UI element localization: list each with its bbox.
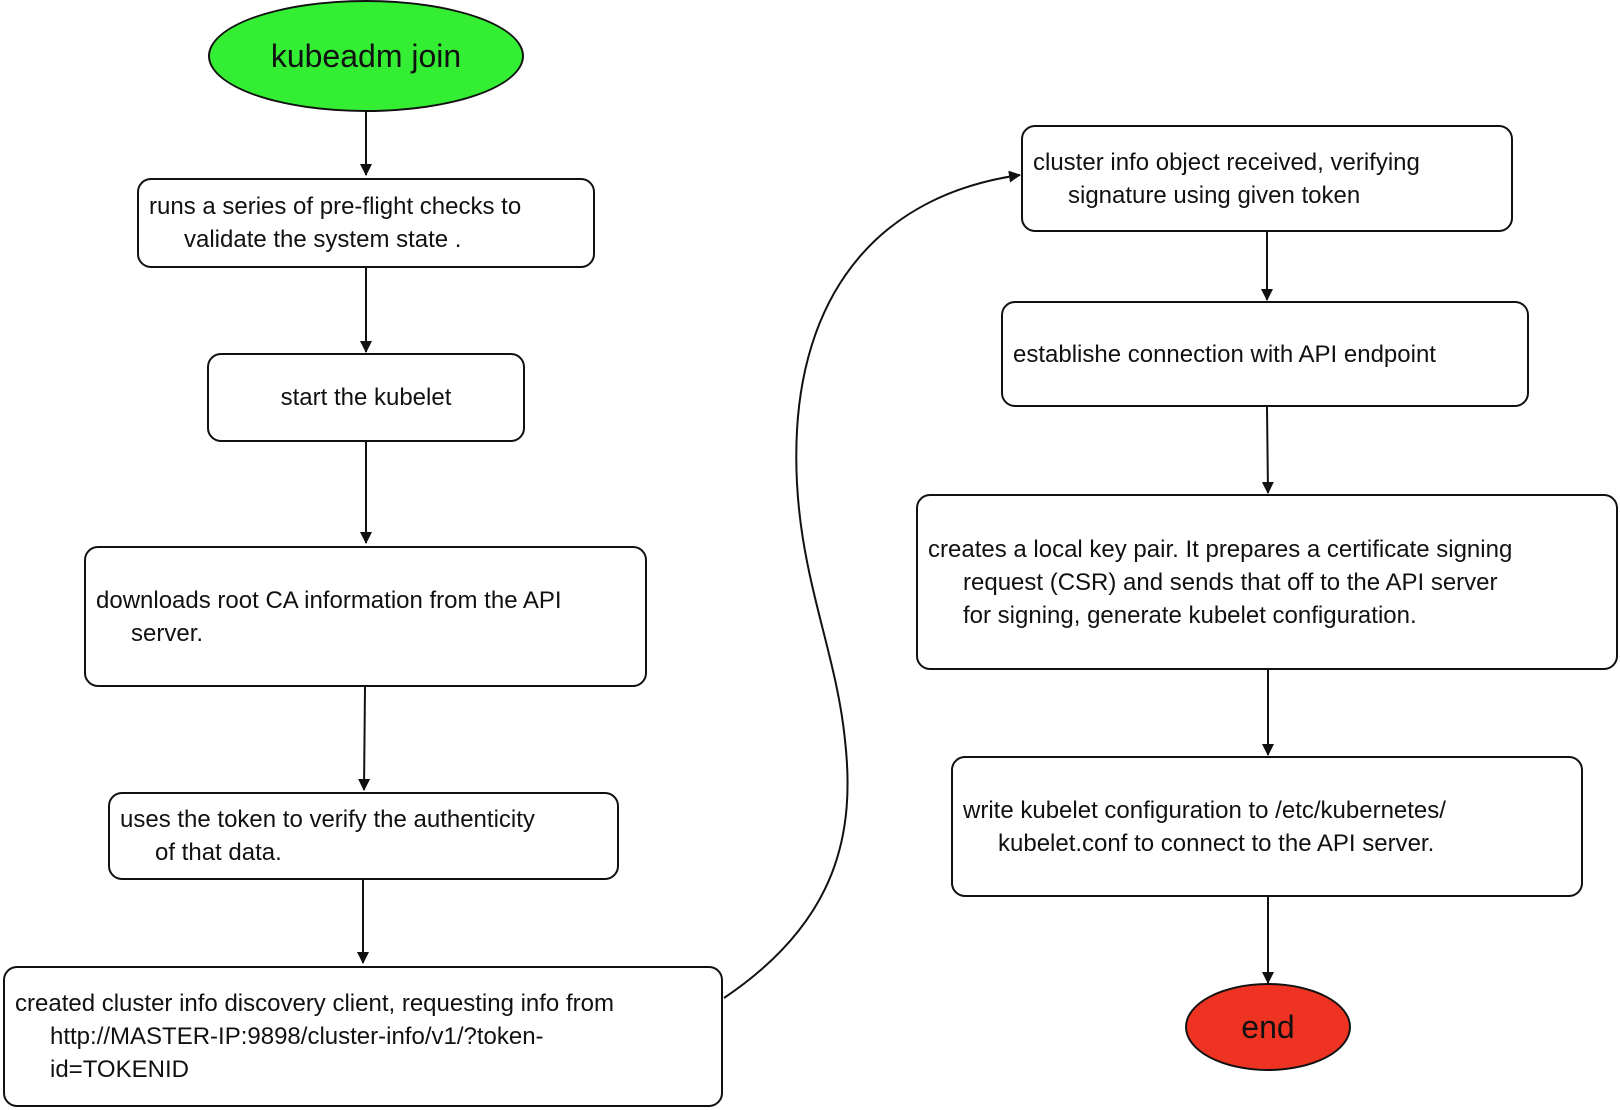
discovery-client-line-1: created cluster info discovery client, r… — [15, 990, 614, 1017]
preflight-line-2: validate the system state . — [184, 226, 462, 253]
discovery-client-line-3: id=TOKENID — [50, 1056, 189, 1083]
start-label: kubeadm join — [270, 37, 462, 74]
cluster-info-line-1: cluster info object received, verifying — [1033, 148, 1420, 176]
key-pair-step: creates a local key pair. It prepares a … — [916, 494, 1618, 670]
preflight-line-1: runs a series of pre-flight checks to — [149, 193, 522, 220]
end-terminal: end — [1185, 983, 1351, 1071]
connection-step: establishe connection with API endpoint — [1001, 301, 1529, 407]
write-config-line-1: write kubelet configuration to /etc/kube… — [963, 796, 1446, 824]
start-kubelet-step: start the kubelet — [207, 353, 525, 442]
cluster-info-line-2: signature using given token — [1068, 181, 1361, 209]
arrow-discovery-to-cluster-info — [723, 170, 1021, 999]
cluster-info-step: cluster info object received, verifying … — [1021, 125, 1513, 232]
key-pair-line-2: request (CSR) and sends that off to the … — [963, 568, 1498, 596]
download-ca-line-2: server. — [131, 619, 204, 647]
download-ca-step: downloads root CA information from the A… — [84, 546, 647, 687]
verify-token-line-2: of that data. — [155, 839, 282, 866]
discovery-client-line-2: http://MASTER-IP:9898/cluster-info/v1/?t… — [50, 1023, 544, 1050]
start-kubelet-line-1: start the kubelet — [280, 384, 452, 411]
verify-token-line-1: uses the token to verify the authenticit… — [120, 806, 535, 833]
write-config-line-2: kubelet.conf to connect to the API serve… — [998, 829, 1435, 857]
preflight-step: runs a series of pre-flight checks to va… — [137, 178, 595, 268]
connection-line-1: establishe connection with API endpoint — [1013, 340, 1436, 368]
arrow-connection-to-key-pair — [1261, 406, 1274, 494]
verify-token-step: uses the token to verify the authenticit… — [108, 792, 619, 880]
discovery-client-step: created cluster info discovery client, r… — [3, 966, 723, 1107]
key-pair-line-3: for signing, generate kubelet configurat… — [963, 601, 1417, 629]
write-config-step: write kubelet configuration to /etc/kube… — [951, 756, 1583, 897]
end-label: end — [1241, 1008, 1295, 1045]
arrow-download-to-verify — [358, 686, 371, 791]
download-ca-line-1: downloads root CA information from the A… — [96, 586, 562, 614]
start-terminal: kubeadm join — [208, 0, 524, 112]
key-pair-line-1: creates a local key pair. It prepares a … — [928, 535, 1513, 563]
